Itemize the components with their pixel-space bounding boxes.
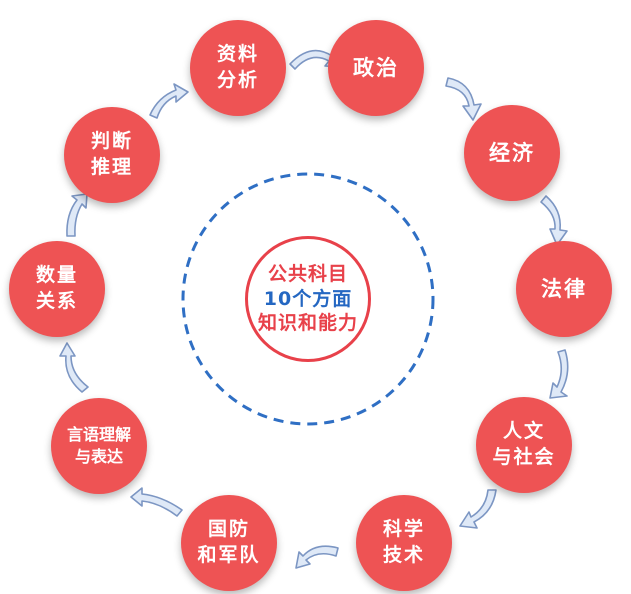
node-economy: 经济 (464, 105, 560, 201)
dashed-ring (181, 172, 435, 426)
node-label: 言语理解 (66, 425, 131, 445)
arrow-icon (295, 545, 339, 569)
center-title-line1: 公共科目 (267, 262, 348, 285)
arrow-icon (445, 77, 482, 121)
node-label: 科学 (382, 518, 425, 541)
node-label: 法律 (541, 276, 587, 301)
node-law: 法律 (516, 241, 612, 337)
node-data-analysis: 资料 分析 (190, 20, 286, 116)
node-judgement-reasoning: 判断 推理 (64, 107, 160, 203)
arrow-icon (540, 195, 568, 246)
node-label: 和军队 (197, 544, 261, 566)
center-title-line3: 知识和能力 (257, 312, 358, 335)
node-national-defense: 国防 和军队 (181, 495, 277, 591)
arrow-icon (130, 487, 183, 517)
node-label: 政治 (353, 55, 399, 80)
flow-arrows (59, 49, 569, 569)
node-label: 判断 (90, 130, 133, 153)
node-politics: 政治 (328, 20, 424, 116)
arrow-icon (549, 349, 569, 399)
node-label: 技术 (382, 544, 425, 566)
node-label: 分析 (216, 69, 259, 91)
arrow-icon (459, 489, 497, 529)
node-science-technology: 科学 技术 (356, 495, 452, 591)
node-label: 国防 (207, 518, 250, 541)
node-verbal-comprehension: 言语理解 与表达 (51, 398, 147, 494)
arrow-icon (59, 342, 89, 393)
node-label: 与社会 (492, 446, 556, 468)
node-label: 人文 (502, 420, 545, 443)
center-title-line2: 10个方面 (263, 287, 353, 310)
node-label: 数量 (35, 264, 78, 287)
node-label: 资料 (216, 43, 259, 66)
node-humanities-society: 人文 与社会 (476, 397, 572, 493)
center-circle: 公共科目 10个方面 知识和能力 (245, 236, 371, 362)
arrow-icon (149, 83, 189, 119)
node-quantitative-relations: 数量 关系 (9, 241, 105, 337)
node-label: 关系 (35, 290, 78, 312)
arrow-icon (66, 193, 88, 237)
node-label: 推理 (90, 156, 133, 178)
node-label: 经济 (489, 140, 535, 165)
node-label: 与表达 (74, 447, 123, 466)
